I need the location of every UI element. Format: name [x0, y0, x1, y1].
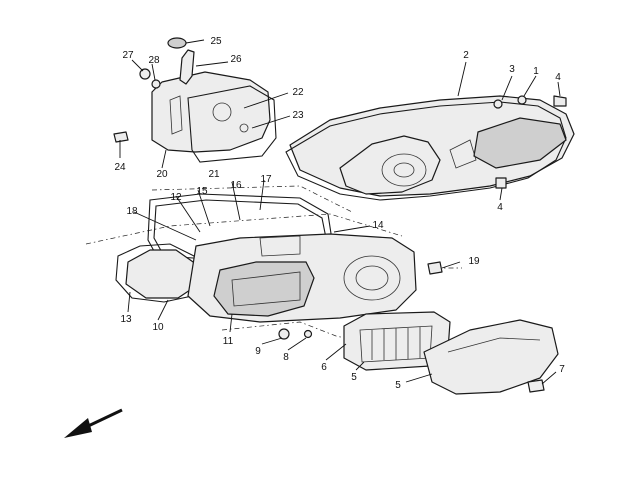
callout-29: 28 — [148, 55, 160, 66]
leader-lines — [119, 39, 561, 385]
callout-labels: 25 27 28 26 22 23 24 20 21 2 3 1 4 4 17 … — [114, 36, 565, 391]
callout-10: 9 — [255, 346, 261, 357]
callout-19: 18 — [126, 206, 138, 217]
callout-22: 21 — [208, 169, 220, 180]
callout-11: 10 — [152, 322, 164, 333]
callout-4-top: 4 — [555, 72, 561, 83]
callout-13: 12 — [170, 192, 182, 203]
callout-15: 14 — [372, 220, 384, 231]
callout-25: 24 — [114, 162, 126, 173]
callout-16: 15 — [196, 186, 208, 197]
callout-24: 23 — [292, 110, 304, 121]
callout-4-bottom: 4 — [497, 202, 503, 213]
callout-26: 25 — [210, 36, 222, 47]
callout-28: 27 — [122, 50, 134, 61]
callout-17: 16 — [230, 180, 242, 191]
callout-7: 6 — [321, 362, 327, 373]
callout-21: 20 — [156, 169, 168, 180]
callout-5: 5 — [395, 380, 401, 391]
callout-12: 11 — [223, 336, 234, 347]
callout-14: 13 — [120, 314, 132, 325]
callout-8: 7 — [559, 364, 565, 375]
callout-6: 5 — [351, 372, 357, 383]
callout-1: 1 — [533, 66, 539, 77]
callout-23: 22 — [292, 87, 304, 98]
transmission-cover-assembly — [115, 193, 443, 340]
front-arrow-icon — [64, 408, 123, 438]
callout-9: 8 — [283, 352, 289, 363]
crankcase-cover-assembly — [285, 95, 575, 201]
callout-18: 17 — [260, 174, 272, 185]
small-side-cover-assembly — [113, 37, 277, 163]
callout-3: 3 — [509, 64, 515, 75]
callout-20: 19 — [468, 256, 480, 267]
callout-2: 2 — [463, 50, 469, 61]
air-filter-assembly — [343, 311, 559, 395]
callout-27: 26 — [230, 54, 242, 65]
